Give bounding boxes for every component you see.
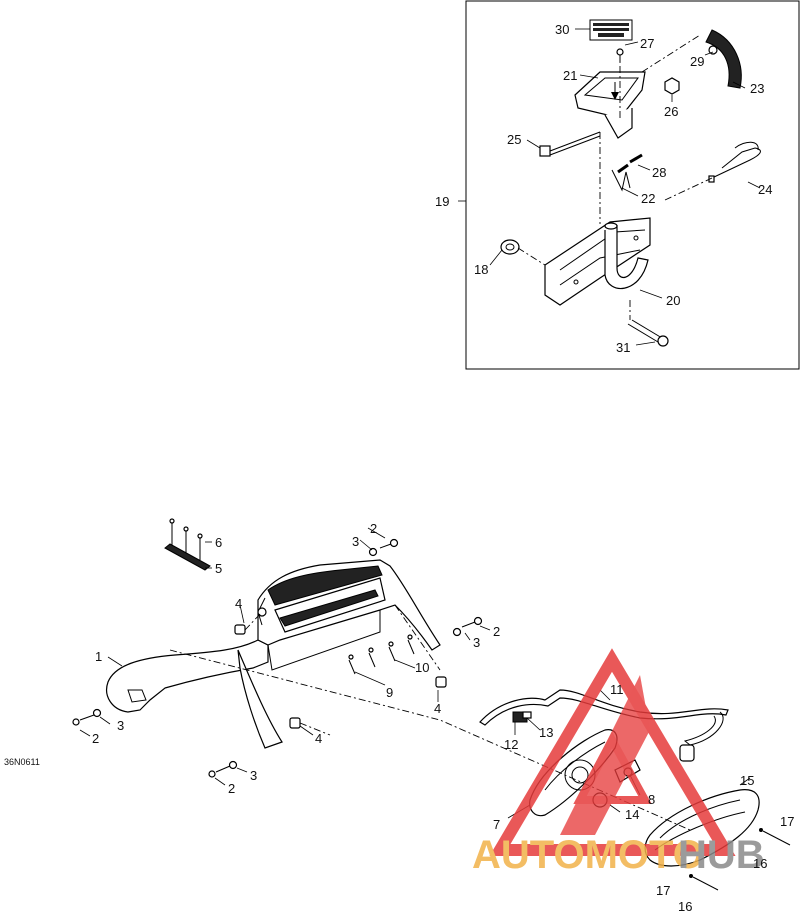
callout-16-bottom: 16 — [678, 899, 692, 914]
callout-13: 13 — [539, 725, 553, 740]
callout-23: 23 — [750, 81, 764, 96]
callout-2-top: 2 — [370, 521, 377, 536]
callout-26: 26 — [664, 104, 678, 119]
screw-part — [616, 48, 624, 62]
hitch-inset — [458, 0, 800, 370]
bolt-part-31 — [627, 319, 669, 347]
watermark-word-1: AUTOMOTO — [472, 833, 704, 877]
callout-4-right: 4 — [434, 701, 441, 716]
callout-29: 29 — [690, 54, 704, 69]
callout-3-right: 3 — [473, 635, 480, 650]
callout-15: 15 — [740, 773, 754, 788]
callout-25: 25 — [507, 132, 521, 147]
callout-12: 12 — [504, 737, 518, 752]
callout-3-top: 3 — [352, 534, 359, 549]
callout-22: 22 — [641, 191, 655, 206]
strip-part — [164, 518, 211, 571]
wiring-harness-part — [479, 689, 729, 746]
callout-30: 30 — [555, 22, 569, 37]
bumper-part — [705, 29, 742, 89]
callout-17-bottom: 17 — [656, 883, 670, 898]
hitch-cap-part — [574, 71, 646, 139]
callout-14: 14 — [625, 807, 639, 822]
callout-2-right: 2 — [493, 624, 500, 639]
watermark-word-2: HUB — [678, 833, 765, 877]
diagram-code: 36N0611 — [4, 757, 40, 767]
callout-16-right: 16 — [753, 856, 767, 871]
callout-21: 21 — [563, 68, 577, 83]
callout-2-left: 2 — [92, 731, 99, 746]
callout-18: 18 — [474, 262, 488, 277]
callout-10: 10 — [415, 660, 429, 675]
callout-3-left: 3 — [117, 718, 124, 733]
callout-5: 5 — [215, 561, 222, 576]
fasteners — [72, 538, 483, 778]
rack-body-part — [257, 559, 441, 671]
nut-part — [664, 77, 680, 95]
callout-2-bottom: 2 — [228, 781, 235, 796]
callout-3-bottom: 3 — [250, 768, 257, 783]
callout-27: 27 — [640, 36, 654, 51]
callout-labels: 30 27 21 26 29 23 25 28 22 24 19 18 20 3… — [4, 22, 794, 914]
watermark-logo: AUTOMOTO HUB — [472, 648, 765, 877]
callout-20: 20 — [666, 293, 680, 308]
callout-17-right: 17 — [780, 814, 794, 829]
callout-19: 19 — [435, 194, 449, 209]
callout-28: 28 — [652, 165, 666, 180]
callout-4-bottom: 4 — [315, 731, 322, 746]
hitch-pin-part — [708, 141, 761, 183]
callout-6: 6 — [215, 535, 222, 550]
callout-24: 24 — [758, 182, 772, 197]
bolt-part — [539, 131, 601, 157]
grab-handle-part — [106, 639, 283, 749]
grommet-part — [500, 239, 520, 255]
callout-11: 11 — [610, 682, 624, 697]
callout-4-left: 4 — [235, 596, 242, 611]
callout-8: 8 — [648, 792, 655, 807]
callout-31: 31 — [616, 340, 630, 355]
callout-7: 7 — [493, 817, 500, 832]
decal-part — [589, 19, 633, 41]
spring-part — [611, 153, 643, 192]
hitch-bracket-part — [544, 217, 651, 306]
callout-9: 9 — [386, 685, 393, 700]
callout-1: 1 — [95, 649, 102, 664]
